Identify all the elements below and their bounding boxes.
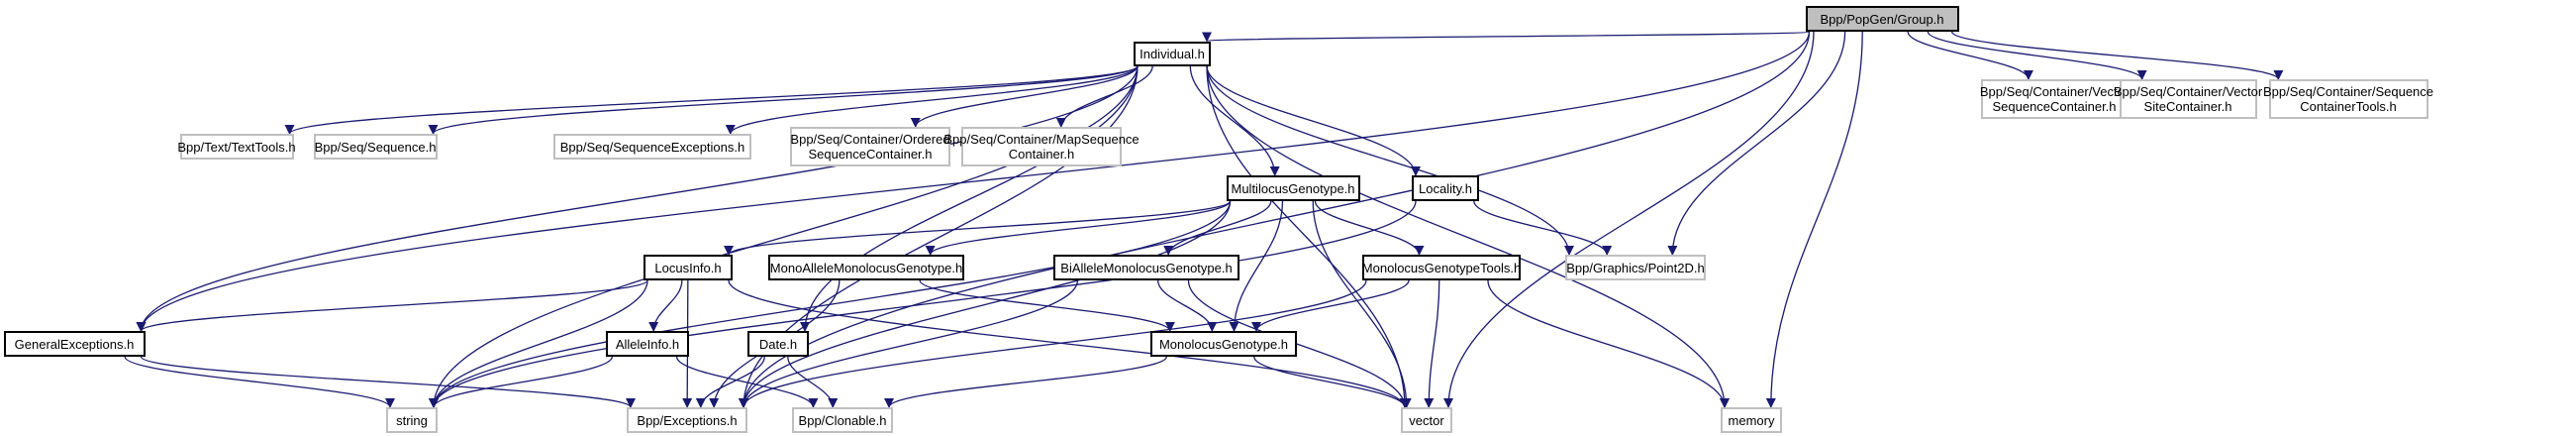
node-genexc[interactable]: GeneralExceptions.h	[3, 331, 146, 357]
edge-mamg-to-mg	[919, 279, 1175, 332]
edge-mg-to-clonable	[884, 356, 1167, 408]
node-memory: memory	[1721, 407, 1782, 433]
node-date[interactable]: Date.h	[747, 331, 809, 357]
edge-locusinfo-to-vector	[728, 279, 1410, 408]
edge-date-to-bppexc	[695, 356, 765, 408]
edge-individual-to-seqexc	[725, 65, 1139, 135]
edge-mlg-to-string	[429, 200, 1232, 408]
edge-group-to-sct	[1951, 31, 2284, 80]
edge-mgtools-to-memory	[1487, 279, 1730, 408]
node-texttools: Bpp/Text/TextTools.h	[177, 134, 296, 160]
edge-individual-to-sequence	[428, 64, 1139, 135]
node-group[interactable]: Bpp/PopGen/Group.h	[1805, 6, 1959, 32]
node-alleleinfo[interactable]: AlleleInfo.h	[606, 331, 689, 357]
edge-mgtools-to-bppexc	[739, 279, 1367, 408]
node-individual[interactable]: Individual.h	[1134, 41, 1211, 66]
edge-individual-to-date	[800, 65, 1139, 332]
edge-individual-to-texttools	[284, 64, 1139, 135]
edge-individual-to-osc	[910, 65, 1139, 128]
edge-locusinfo-to-string	[429, 279, 648, 408]
edge-bamg-to-bppexc	[739, 279, 1079, 408]
edge-alleleinfo-to-clonable	[675, 356, 819, 408]
node-msc: Bpp/Seq/Container/MapSequence Container.…	[943, 127, 1139, 166]
node-mlg[interactable]: MultilocusGenotype.h	[1226, 175, 1360, 201]
node-clonable: Bpp/Clonable.h	[792, 407, 893, 433]
edge-individual-to-point2d	[1206, 65, 1574, 256]
edge-group-to-vsitec	[1927, 31, 2147, 80]
edge-mlg-to-mg	[1229, 200, 1284, 332]
edge-mlg-to-bppexc	[739, 200, 1232, 408]
edge-genexc-to-bppexc	[140, 356, 636, 408]
node-string: string	[386, 407, 438, 433]
node-mg[interactable]: MonolocusGenotype.h	[1150, 331, 1297, 357]
node-mgtools[interactable]: MonolocusGenotypeTools.h	[1362, 255, 1521, 280]
node-locality[interactable]: Locality.h	[1412, 175, 1479, 201]
edge-mg-to-vector	[1253, 356, 1410, 408]
edge-individual-to-locality	[1206, 65, 1421, 176]
edge-group-to-memory	[1765, 31, 1863, 408]
node-vsc: Bpp/Seq/Container/Vector SequenceContain…	[1980, 79, 2129, 119]
edge-individual-to-vector	[1206, 65, 1410, 408]
edge-mlg-to-locusinfo	[724, 200, 1232, 256]
edge-individual-to-mlg	[1189, 65, 1280, 176]
node-locusinfo[interactable]: LocusInfo.h	[644, 255, 733, 280]
node-vsitec: Bpp/Seq/Container/Vector SiteContainer.h	[2114, 79, 2262, 119]
node-bppexc: Bpp/Exceptions.h	[627, 407, 747, 433]
node-sequence: Bpp/Seq/Sequence.h	[313, 134, 438, 160]
edge-group-to-point2d	[1667, 31, 1846, 256]
edge-genexc-to-string	[124, 356, 395, 408]
edge-individual-to-memory	[1206, 65, 1730, 408]
edge-individual-to-string	[429, 65, 1139, 408]
edge-locusinfo-to-alleleinfo	[648, 279, 683, 332]
edge-mlg-to-vector	[1312, 200, 1412, 408]
edge-mlg-to-bamg	[1163, 200, 1272, 256]
edge-date-to-clonable	[787, 356, 839, 408]
node-point2d: Bpp/Graphics/Point2D.h	[1565, 255, 1706, 280]
edge-individual-to-genexc	[136, 65, 1139, 332]
node-bamg[interactable]: BiAlleleMonolocusGenotype.h	[1053, 255, 1239, 280]
edge-group-to-vector	[1443, 31, 1815, 408]
edge-mgtools-to-mg	[1251, 279, 1410, 332]
node-sct: Bpp/Seq/Container/Sequence ContainerTool…	[2263, 79, 2433, 119]
edge-mlg-to-mgtools	[1314, 200, 1425, 256]
edge-group-to-individual	[1203, 31, 1811, 43]
edge-locality-to-point2d	[1473, 200, 1613, 256]
edge-alleleinfo-to-string	[429, 356, 613, 408]
node-mamg[interactable]: MonoAlleleMonolocusGenotype.h	[768, 255, 964, 280]
node-seqexc: Bpp/Seq/SequenceExceptions.h	[553, 134, 751, 160]
edge-mgtools-to-vector	[1424, 279, 1440, 408]
edge-locality-to-string	[429, 200, 1417, 408]
edge-individual-to-msc	[1055, 65, 1153, 128]
edge-group-to-vsc	[1907, 31, 2033, 80]
node-osc: Bpp/Seq/Container/Ordered SequenceContai…	[790, 127, 950, 166]
edge-mlg-to-mamg	[925, 200, 1232, 256]
edge-bamg-to-mg	[1157, 279, 1218, 332]
edge-group-to-genexc	[136, 31, 1811, 332]
node-vector: vector	[1401, 407, 1452, 433]
edge-locusinfo-to-genexc	[136, 279, 648, 332]
